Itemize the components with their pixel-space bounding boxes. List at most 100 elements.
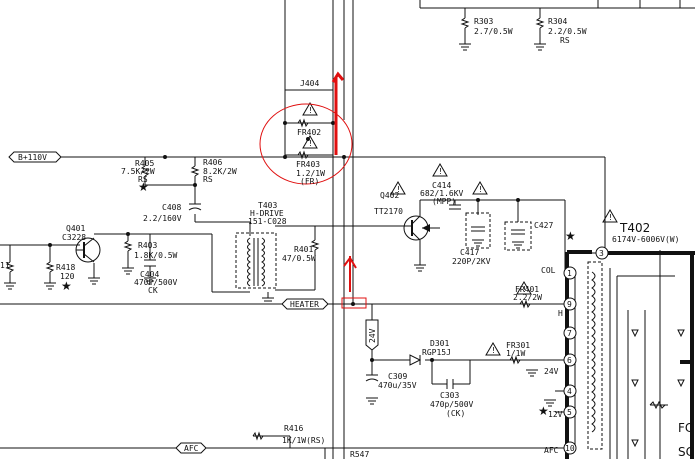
afc-label: AFC xyxy=(184,444,199,453)
red-arrow-up xyxy=(343,256,357,292)
c427-ref: C427 xyxy=(534,221,553,230)
t402-12v-label: 12V xyxy=(548,410,563,419)
c417-value: 220P/2KV xyxy=(452,257,491,266)
red-annotations xyxy=(259,71,367,309)
c414-value: 682/1.6KV xyxy=(420,189,464,198)
ground-icon xyxy=(4,282,16,290)
r405-ref: R405 xyxy=(135,159,154,168)
warning-icons: ! ! ! ! ! ! ! ! xyxy=(302,102,618,356)
c408-value: 2.2/160V xyxy=(143,214,182,223)
pin-1: 1 xyxy=(567,269,572,278)
fr301-value: 1/1W xyxy=(506,349,525,358)
corner-text-sc: SC xyxy=(678,445,694,459)
r401-value: 47/0.5W xyxy=(282,254,316,263)
fr401-value: 2.2/2W xyxy=(513,293,542,302)
star-icon: ★ xyxy=(138,180,149,194)
r304-ref: R304 xyxy=(548,17,567,26)
c303-ref: C303 xyxy=(440,391,459,400)
c303-value: 470p/500V xyxy=(430,400,474,409)
highlight-ellipse xyxy=(259,103,353,185)
afc-flag xyxy=(175,442,207,454)
red-arrow-up xyxy=(331,71,345,155)
pin-6: 6 xyxy=(567,356,572,365)
ground-icon xyxy=(144,277,156,285)
r401-ref: R401 xyxy=(294,245,313,254)
ground-icon xyxy=(526,369,538,377)
r406-type: RS xyxy=(203,175,213,184)
ground-icon xyxy=(414,264,426,272)
pin-5: 5 xyxy=(567,408,572,417)
t402-col-label: COL xyxy=(541,266,556,275)
fr301-ref: FR301 xyxy=(506,341,530,350)
c404-type: CK xyxy=(148,286,158,295)
c414-type: (MPP) xyxy=(432,197,456,206)
pin-circles xyxy=(563,246,609,455)
svg-text:!: ! xyxy=(522,285,527,294)
r418-ref: R418 xyxy=(56,263,75,272)
warning-icon: ! xyxy=(390,181,406,195)
r11-ref: 11 xyxy=(0,261,10,270)
ground-symbols xyxy=(4,43,556,407)
q401-part: C3228 xyxy=(62,233,86,242)
fr401-ref: FR401 xyxy=(515,285,539,294)
j404-ref: J404 xyxy=(300,79,319,88)
warning-icon: ! xyxy=(485,342,501,356)
ground-icon xyxy=(512,241,524,249)
c414-ref: C414 xyxy=(432,181,451,190)
c309-ref: C309 xyxy=(388,372,407,381)
t402-part: 6174V-6006V(W) xyxy=(612,235,679,244)
svg-text:!: ! xyxy=(396,185,401,194)
r304-type: RS xyxy=(560,36,570,45)
q402-transistor xyxy=(398,215,440,241)
b-plus-flag xyxy=(8,151,62,163)
v24-tag: 24V xyxy=(368,328,377,343)
c404-ref: C404 xyxy=(140,270,159,279)
r405-value: 7.5K/2W xyxy=(121,167,155,176)
c309-value: 470u/35V xyxy=(378,381,417,390)
c408-ref: C408 xyxy=(162,203,181,212)
warning-icon: ! xyxy=(302,135,318,149)
q402-ref: Q402 xyxy=(380,191,399,200)
v24-flag xyxy=(365,319,379,351)
pin-9: 9 xyxy=(567,300,572,309)
ground-icon xyxy=(88,277,100,285)
ground-icon xyxy=(262,297,274,305)
pin-3: 3 xyxy=(599,249,604,258)
r547-ref: R547 xyxy=(350,450,369,459)
c303-type: (CK) xyxy=(446,409,465,418)
ground-icon xyxy=(44,282,56,290)
t402-ref: T402 xyxy=(619,221,650,235)
star-icons: ★ ★ ★ ★ xyxy=(61,180,576,418)
t402-afc-label: AFC xyxy=(544,446,559,455)
fr402-ref: FR402 xyxy=(297,128,321,137)
pin-4: 4 xyxy=(567,387,572,396)
warning-icon: ! xyxy=(472,181,488,195)
c404-value: 470P/500V xyxy=(134,278,178,287)
d301-ref: D301 xyxy=(430,339,449,348)
r303-ref: R303 xyxy=(474,17,493,26)
red-marker-box xyxy=(341,297,367,309)
d301-part: RGP15J xyxy=(422,348,451,357)
r416-ref: R416 xyxy=(284,424,303,433)
ground-icon xyxy=(472,239,484,247)
fr403-ref: FR403 xyxy=(296,160,320,169)
warning-icon: ! xyxy=(302,102,318,116)
r406-value: 8.2K/2W xyxy=(203,167,237,176)
q402-part: TT2170 xyxy=(374,207,403,216)
ground-icon xyxy=(534,43,546,51)
capacitor-symbols xyxy=(144,203,532,389)
b-plus-label: B+110V xyxy=(18,153,47,162)
r304-value: 2.2/0.5W xyxy=(548,27,587,36)
warning-icon: ! xyxy=(602,209,618,223)
svg-text:!: ! xyxy=(491,346,496,355)
heater-flag xyxy=(281,298,329,310)
svg-text:!: ! xyxy=(438,167,443,176)
ground-icon xyxy=(122,267,134,275)
ground-icon xyxy=(366,397,378,405)
fr403-value: 1.2/1W xyxy=(296,169,325,178)
star-icon: ★ xyxy=(538,404,549,418)
pin-10: 10 xyxy=(565,444,575,453)
junction-dots xyxy=(48,121,520,362)
